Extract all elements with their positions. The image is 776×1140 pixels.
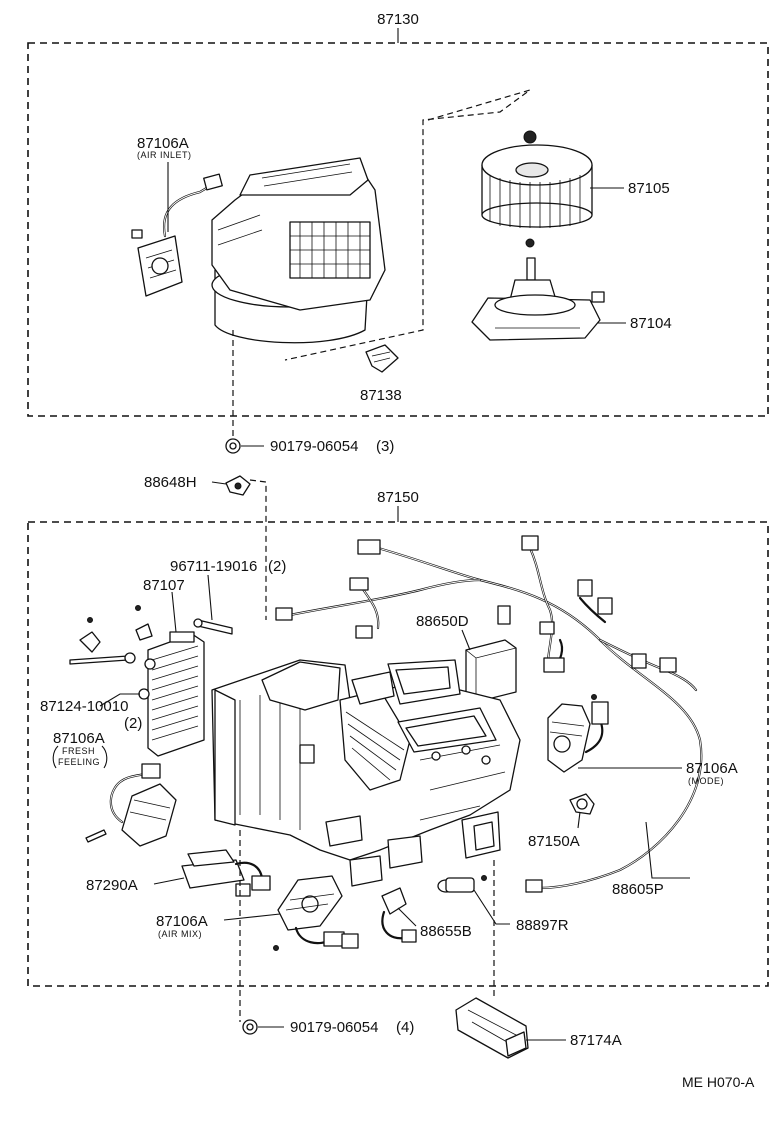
label-87104: 87104: [630, 315, 672, 332]
screw-96711: [193, 618, 233, 635]
label-87106a-airmix: 87106A: [156, 913, 208, 930]
label-96711-qty: (2): [268, 558, 286, 575]
label-airmix-note: (AIR MIX): [158, 929, 202, 939]
label-88650d: 88650D: [416, 613, 469, 630]
sensor-88897r: [437, 875, 487, 893]
hose-clamp-leader: [99, 693, 140, 707]
mode-servo: [547, 694, 609, 773]
label-87138: 87138: [360, 387, 402, 404]
blower-case: [211, 157, 386, 344]
label-87124: 87124-10010: [40, 698, 128, 715]
hose-clamp-87124: [69, 605, 156, 700]
label-87150a: 87150A: [528, 833, 580, 850]
nut-top: [225, 438, 241, 454]
label-87124-qty: (2): [124, 715, 142, 732]
blower-assembly-boundary: [27, 42, 769, 417]
part-87290a: [181, 849, 271, 897]
wire-harness: [275, 535, 703, 893]
heater-unit-boundary: [27, 521, 769, 987]
heater-core: [147, 631, 205, 757]
label-87105: 87105: [628, 180, 670, 197]
fan-motor-boundary: [284, 89, 531, 361]
blower-resistor: [365, 344, 399, 373]
label-87106a-mode: 87106A: [686, 760, 738, 777]
blower-assembly-group: 87130 87106A (AIR INLET): [27, 11, 769, 417]
air-mix-servo: [273, 875, 359, 951]
label-88655b: 88655B: [420, 923, 472, 940]
label-96711: 96711-19016: [170, 558, 257, 575]
label-87107: 87107: [143, 577, 185, 594]
label-mode-note: (MODE): [688, 776, 724, 786]
label-nut-top-qty: (3): [376, 438, 394, 455]
figure-code: ME H070-A: [682, 1074, 755, 1090]
duct-87174a: [455, 997, 529, 1059]
label-feeling-note: FEELING: [58, 757, 100, 767]
label-87290a: 87290A: [86, 877, 138, 894]
part-87150a: [569, 793, 595, 815]
air-inlet-servo-motor: [131, 173, 223, 297]
label-87106a-fresh: 87106A: [53, 730, 105, 747]
label-87130: 87130: [377, 11, 419, 28]
sensor-88655b: [381, 887, 417, 943]
label-nut-bottom: 90179-06054: [290, 1019, 378, 1036]
label-fresh-note: FRESH: [62, 746, 95, 756]
label-88605p: 88605P: [612, 881, 664, 898]
label-nut-bottom-qty: (4): [396, 1019, 414, 1036]
label-air-inlet-note: (AIR INLET): [137, 150, 192, 160]
label-87106a-air-inlet: 87106A: [137, 135, 189, 152]
blower-motor: [471, 257, 605, 341]
fresh-note-bracket: [52, 745, 108, 769]
nut-bottom: [242, 1019, 258, 1035]
blower-fan: [481, 130, 593, 248]
clip-guide-line: [249, 479, 267, 620]
label-88897r: 88897R: [516, 917, 569, 934]
label-87174a: 87174A: [570, 1032, 622, 1049]
heater-unit-housing: [211, 659, 521, 887]
clip-88648h: [225, 475, 251, 496]
label-nut-top: 90179-06054: [270, 438, 358, 455]
module-88650d: [465, 639, 517, 703]
label-87150: 87150: [377, 489, 419, 506]
fresh-feeling-servo: [85, 763, 177, 847]
sensor-88897r-leader: [473, 889, 510, 925]
label-88648h: 88648H: [144, 474, 197, 491]
harness-leader: [645, 821, 690, 879]
